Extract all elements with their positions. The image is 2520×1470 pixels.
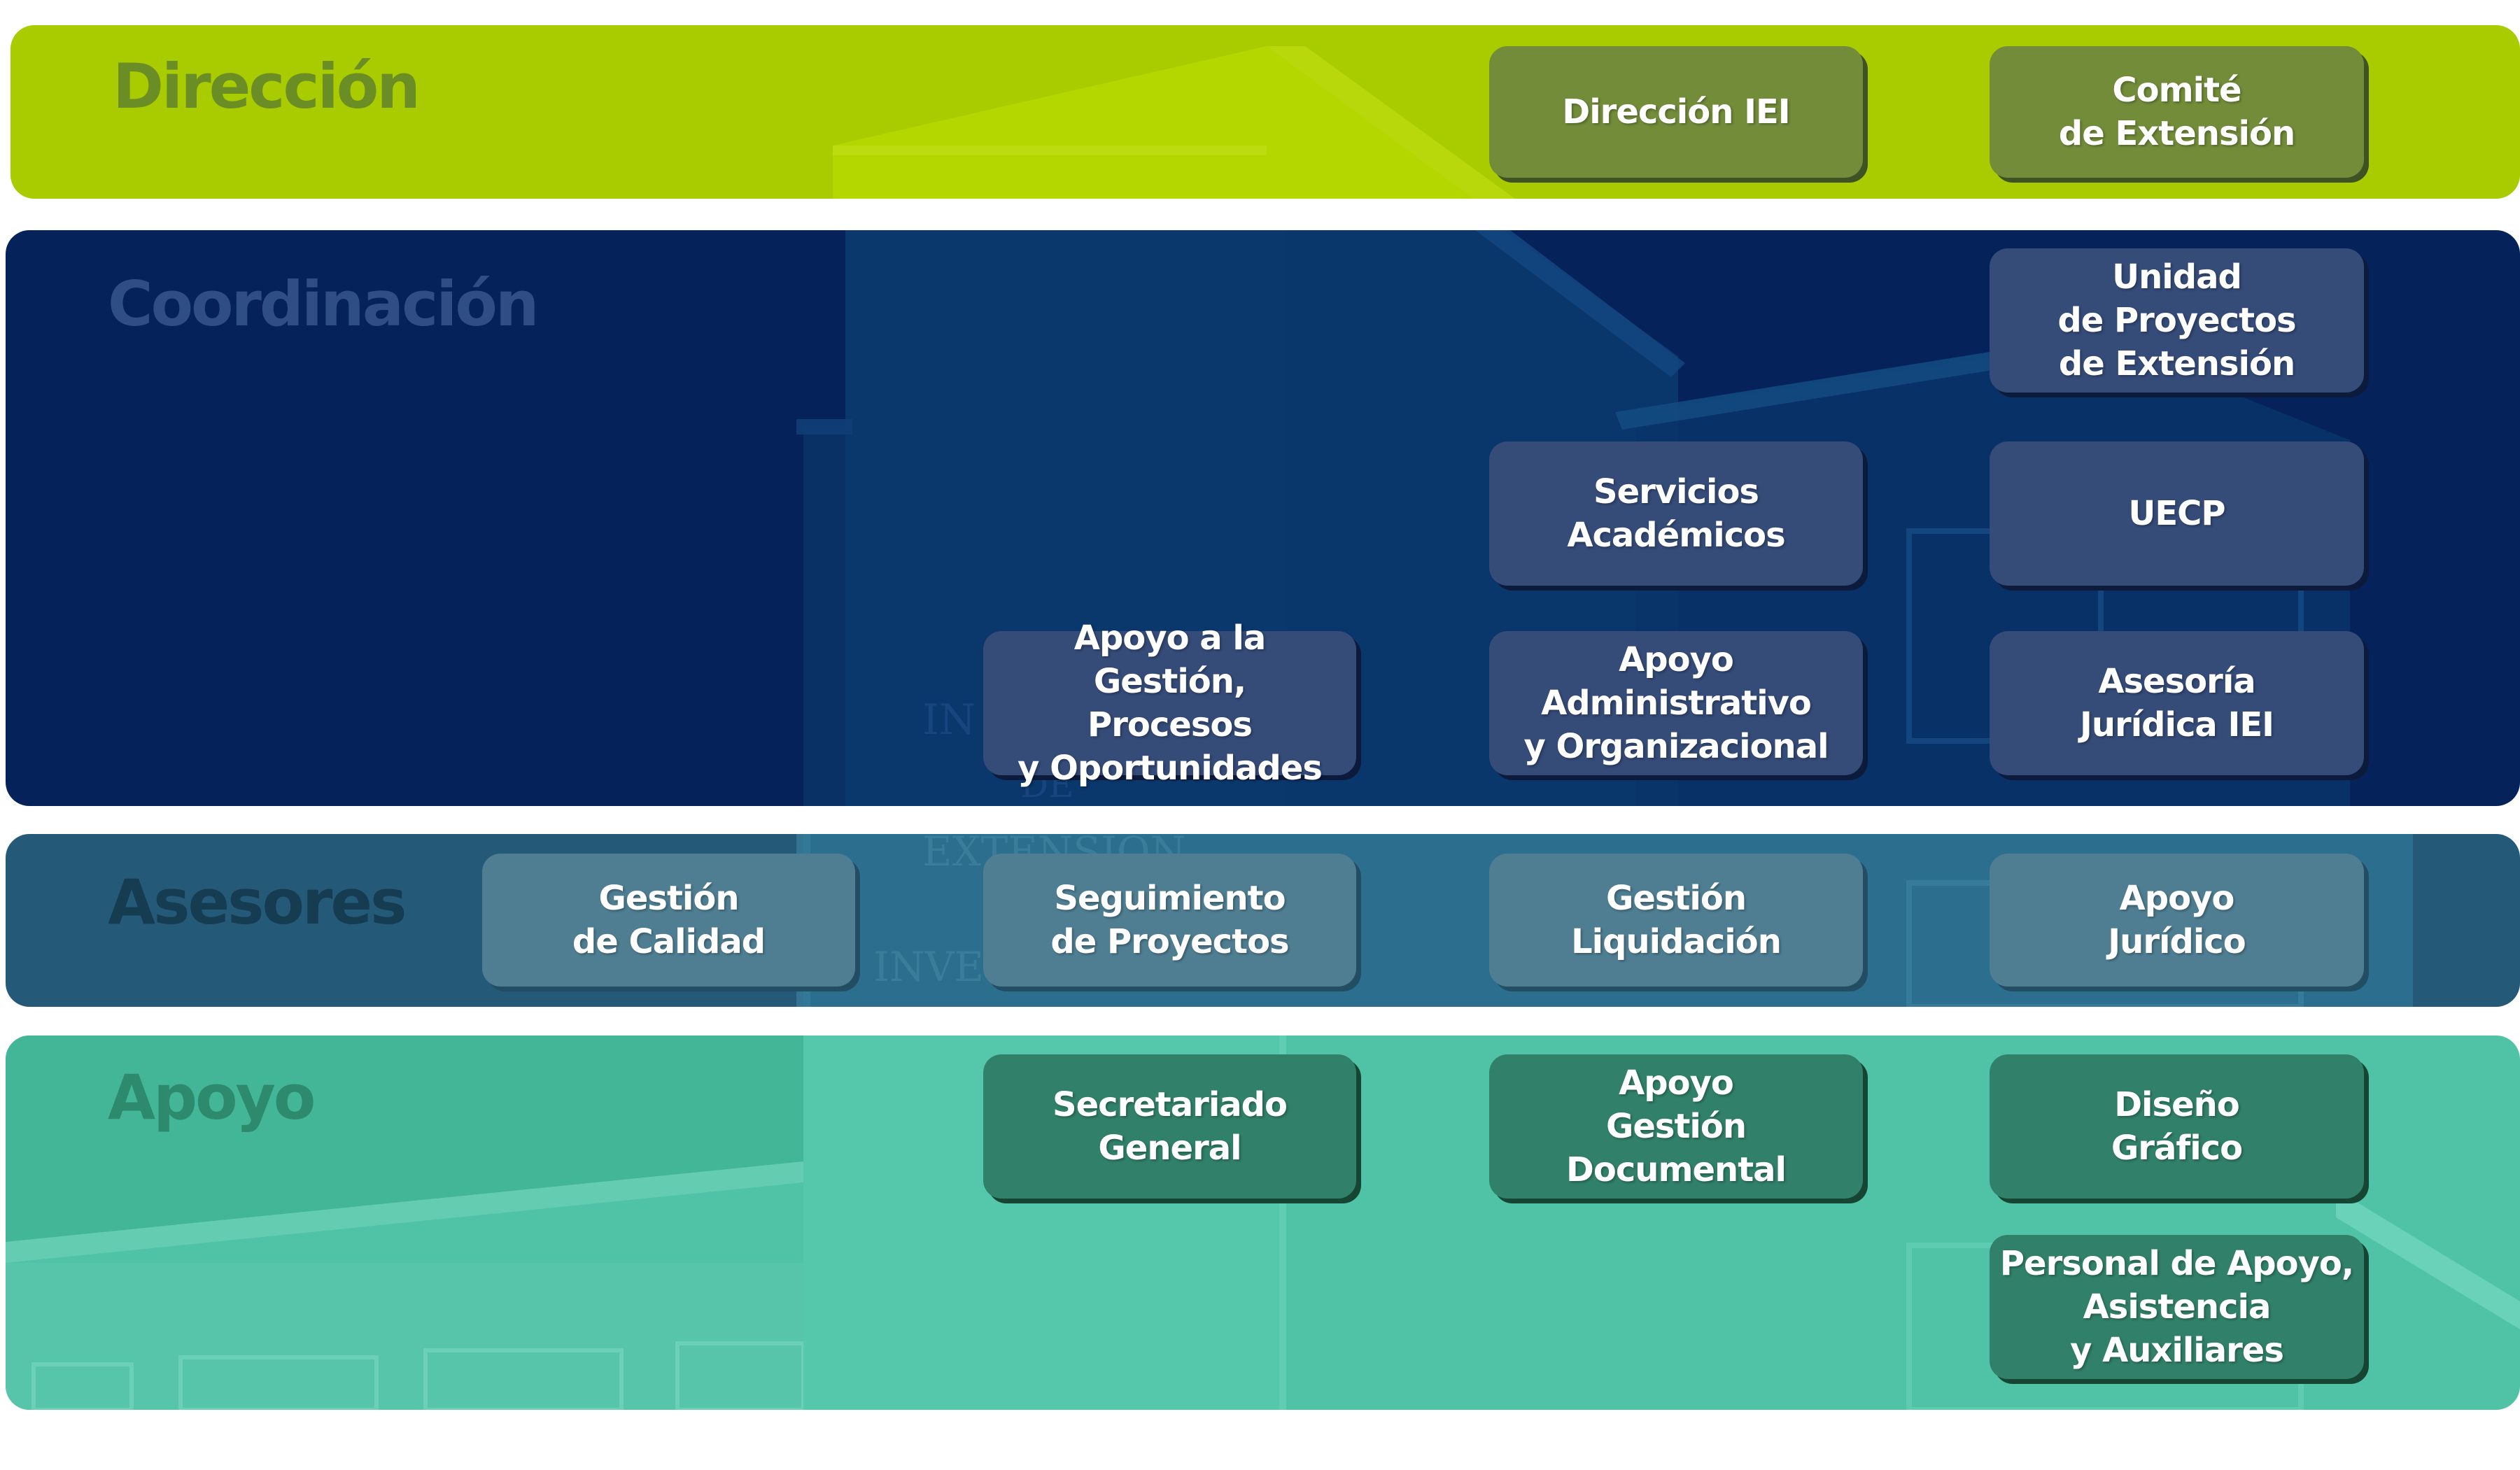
band-label-apoyo: Apoyo bbox=[108, 1061, 316, 1133]
node-unidad-proyectos-extension[interactable]: Unidad de Proyectos de Extensión bbox=[1990, 248, 2364, 393]
band-label-direccion: Dirección bbox=[113, 50, 421, 122]
node-comite-extension[interactable]: Comité de Extensión bbox=[1990, 46, 2364, 178]
svg-text:INVE: INVE bbox=[873, 943, 984, 991]
node-apoyo-gestion-documental[interactable]: Apoyo Gestión Documental bbox=[1489, 1054, 1863, 1199]
node-seguimiento-proyectos[interactable]: Seguimiento de Proyectos bbox=[983, 854, 1356, 987]
node-personal-apoyo[interactable]: Personal de Apoyo, Asistencia y Auxiliar… bbox=[1990, 1235, 2364, 1379]
svg-text:IN: IN bbox=[922, 695, 976, 744]
node-secretariado-general[interactable]: Secretariado General bbox=[983, 1054, 1356, 1199]
node-diseno-grafico[interactable]: Diseño Gráfico bbox=[1990, 1054, 2364, 1199]
node-uecp[interactable]: UECP bbox=[1990, 441, 2364, 586]
node-gestion-liquidacion[interactable]: Gestión Liquidación bbox=[1489, 854, 1863, 987]
node-servicios-academicos[interactable]: Servicios Académicos bbox=[1489, 441, 1863, 586]
band-label-coordinacion: Coordinación bbox=[108, 268, 540, 340]
node-direccion-iei[interactable]: Dirección IEI bbox=[1489, 46, 1863, 178]
node-apoyo-juridico[interactable]: Apoyo Jurídico bbox=[1990, 854, 2364, 987]
node-gestion-calidad[interactable]: Gestión de Calidad bbox=[482, 854, 855, 987]
band-label-asesores: Asesores bbox=[108, 866, 407, 938]
node-apoyo-gestion-procesos[interactable]: Apoyo a la Gestión, Procesos y Oportunid… bbox=[983, 619, 1356, 788]
node-asesoria-juridica[interactable]: Asesoría Jurídica IEI bbox=[1990, 631, 2364, 775]
node-apoyo-administrativo[interactable]: Apoyo Administrativo y Organizacional bbox=[1489, 631, 1863, 775]
